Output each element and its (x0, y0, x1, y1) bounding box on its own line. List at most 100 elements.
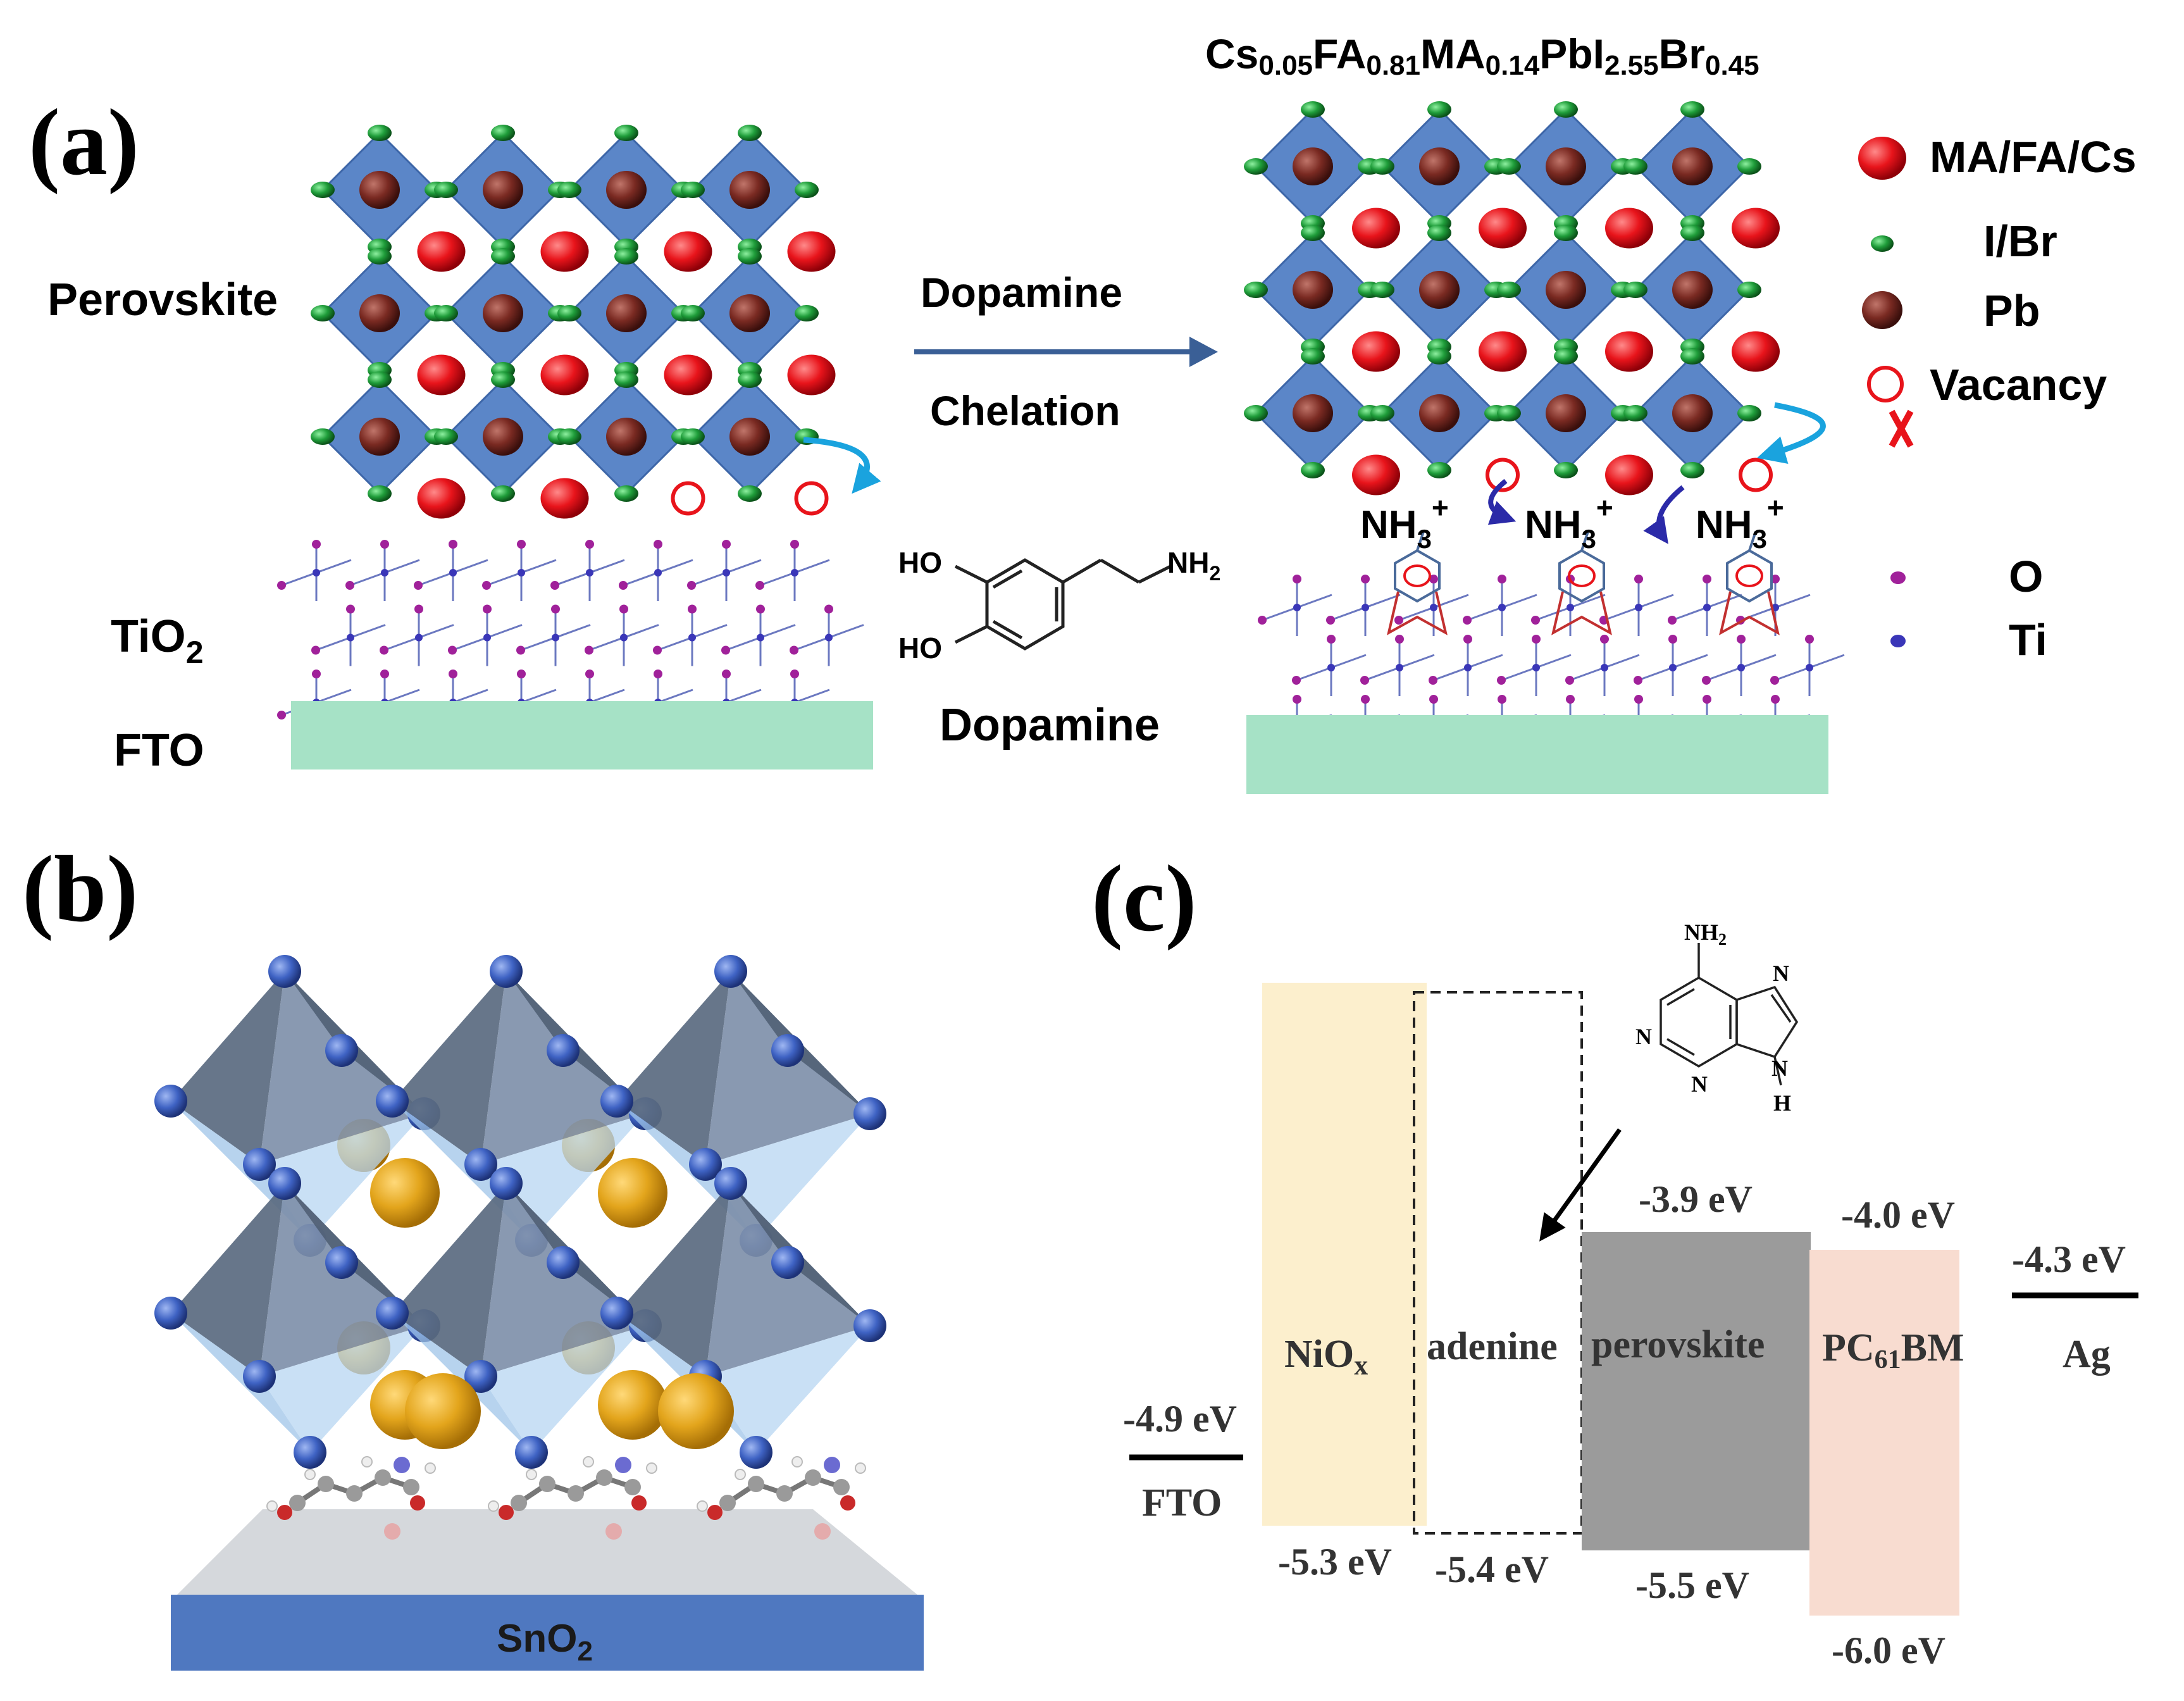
halide-sphere (738, 125, 762, 141)
halide-sphere (368, 248, 392, 265)
pb-sphere (729, 171, 770, 209)
o-atom (551, 604, 560, 614)
hydrogen-atom (697, 1500, 708, 1512)
band-perovskite (1582, 1232, 1811, 1550)
halide-atom (268, 1167, 301, 1200)
o-atom (687, 581, 696, 590)
halide-atom (243, 1148, 276, 1181)
a-site-sphere (417, 478, 466, 519)
vacancy (1486, 458, 1520, 492)
dopamine-structure (954, 558, 1172, 651)
o-atom (1292, 676, 1301, 685)
octahedron-face (481, 971, 645, 1164)
legend-label: MA/FA/Cs (1930, 132, 2137, 182)
a-site-sphere (787, 354, 836, 396)
carbon-atom (568, 1485, 584, 1502)
pb-sphere (359, 418, 400, 456)
halide-atom (294, 1436, 326, 1469)
ti-atom (1601, 664, 1608, 671)
adenine-n-3: N (1773, 961, 1789, 986)
halide-sphere (795, 182, 819, 198)
ti-atom (1293, 604, 1301, 611)
halide-sphere (1554, 101, 1578, 118)
halide-sphere (1623, 282, 1647, 298)
halide-atom (600, 1085, 633, 1118)
o-atom (1532, 635, 1541, 644)
octahedron-face (259, 1326, 424, 1452)
carbon-atom (539, 1476, 555, 1492)
brown-sphere-icon (1862, 291, 1902, 329)
energy-pc61bm-cb: -4.0 eV (1841, 1194, 1955, 1236)
vacancy-migration-arrow (803, 437, 881, 494)
perovskite-lattice-left (311, 125, 836, 519)
ethylamine-chain (1580, 531, 1589, 551)
o-atom (1293, 575, 1301, 583)
nh3-groups: NH3+NH3+NH3+ (1360, 491, 1784, 635)
o-atom (790, 670, 799, 678)
o-atom (1805, 635, 1814, 644)
fto-substrate-right (1246, 715, 1828, 794)
halide-sphere (1680, 348, 1704, 364)
a-site-sphere (787, 231, 836, 272)
o-atom (824, 604, 833, 614)
o-atom (1361, 695, 1370, 704)
o-atom (311, 645, 320, 655)
halide-sphere (311, 428, 335, 445)
ti-atom (791, 569, 798, 576)
fto-label-a: FTO (114, 725, 204, 776)
pb-sphere (606, 418, 647, 456)
halide-sphere (557, 182, 581, 198)
ti-atom (552, 633, 559, 642)
a-site-sphere (664, 354, 712, 396)
o-atom (1429, 695, 1438, 704)
label-pc61bm: PC61BM (1822, 1326, 1964, 1374)
ti-atom (1430, 604, 1437, 611)
pb-sphere (359, 171, 400, 209)
halide-sphere (1497, 158, 1521, 175)
blocked-migration-arrow (1757, 402, 1826, 464)
halide-sphere (1370, 158, 1394, 175)
o-atom (1497, 676, 1506, 685)
halide-sphere (1623, 405, 1647, 421)
o-atom (449, 670, 457, 678)
halide-atom (853, 1309, 886, 1342)
carbon-atom (318, 1476, 334, 1492)
ti-atom (586, 569, 593, 576)
ti-atom (654, 569, 662, 576)
ligand-molecules-b (266, 1456, 866, 1540)
ti-atom (1396, 664, 1403, 671)
carbon-atom (511, 1495, 527, 1511)
o-atom (414, 581, 423, 590)
o-atom (1498, 575, 1506, 583)
halide-atom (714, 1167, 747, 1200)
halide-sphere (557, 428, 581, 445)
ti-atom (1806, 664, 1813, 671)
ti-atom (415, 633, 423, 642)
a-site-cation (370, 1158, 440, 1228)
energy-pc61bm-vb: -6.0 eV (1832, 1629, 1945, 1671)
halide-sphere (1680, 462, 1704, 478)
a-site-cation (598, 1158, 667, 1228)
o-atom (1668, 616, 1677, 625)
a-site-sphere (1352, 454, 1400, 495)
panel-label-a: (a) (28, 90, 139, 195)
ti-atom (1362, 604, 1369, 611)
ti-atom (518, 569, 525, 576)
halide-atom (771, 1246, 804, 1279)
halide-sphere (434, 305, 458, 321)
carbon-atom (289, 1495, 306, 1511)
octahedron-face (259, 1183, 424, 1376)
ethylamine-chain (1416, 531, 1425, 551)
o-atom (482, 581, 491, 590)
halide-sphere (738, 248, 762, 265)
band-niox (1262, 983, 1427, 1526)
ti-atom (1532, 664, 1540, 671)
halide-sphere (1680, 225, 1704, 241)
o-atom (1429, 575, 1438, 583)
halide-sphere (311, 305, 335, 321)
vacancy (671, 481, 705, 516)
o-atom (722, 540, 731, 549)
o-atom (790, 540, 799, 549)
